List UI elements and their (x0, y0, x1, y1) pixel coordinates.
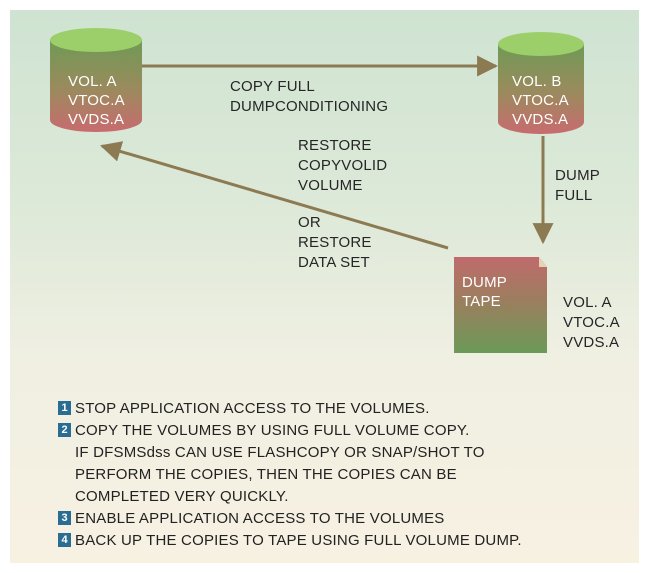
restore-label: RESTORE COPYVOLID VOLUME (298, 137, 388, 194)
step-number-badge: 3 (58, 511, 71, 525)
step-2: 2 COPY THE VOLUMES BY USING FULL VOLUME … (58, 420, 522, 508)
volume-b-label: VOL. B VTOC.A VVDS.A (512, 73, 569, 128)
diagram-panel: VOL. A VTOC.A VVDS.A VOL. B VTOC.A VVDS.… (10, 10, 639, 563)
dump-full-label: DUMP FULL (555, 167, 600, 204)
step-number-badge: 2 (58, 423, 71, 437)
step-1: 1 STOP APPLICATION ACCESS TO THE VOLUMES… (58, 398, 522, 420)
tape-contents-label: VOL. A VTOC.A VVDS.A (563, 294, 620, 351)
step-number-badge: 4 (58, 533, 71, 547)
dump-tape (454, 257, 547, 353)
step-3: 3 ENABLE APPLICATION ACCESS TO THE VOLUM… (58, 508, 522, 530)
volume-a-label: VOL. A VTOC.A VVDS.A (68, 73, 125, 128)
step-text: ENABLE APPLICATION ACCESS TO THE VOLUMES (75, 510, 445, 527)
step-text: COPY THE VOLUMES BY USING FULL VOLUME CO… (75, 422, 485, 505)
step-text: BACK UP THE COPIES TO TAPE USING FULL VO… (75, 532, 522, 549)
volume-b-cylinder (498, 32, 584, 134)
dump-tape-label: DUMP TAPE (462, 274, 507, 310)
steps-list: 1 STOP APPLICATION ACCESS TO THE VOLUMES… (58, 398, 522, 552)
volume-a-cylinder (50, 28, 142, 132)
step-number-badge: 1 (58, 401, 71, 415)
copy-full-label: COPY FULL DUMPCONDITIONING (230, 78, 389, 115)
flow-diagram (50, 28, 584, 353)
restore-data-set-label: OR RESTORE DATA SET (298, 214, 372, 271)
step-4: 4 BACK UP THE COPIES TO TAPE USING FULL … (58, 530, 522, 552)
restore-arrow (99, 141, 449, 250)
step-text: STOP APPLICATION ACCESS TO THE VOLUMES. (75, 400, 430, 417)
